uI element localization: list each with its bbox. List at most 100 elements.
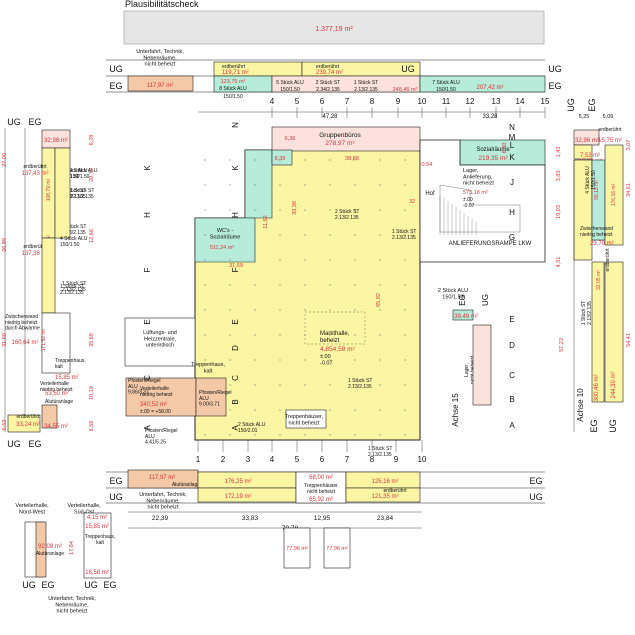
axis-label: C: [231, 375, 240, 381]
area-value: 38,88: [345, 156, 359, 162]
label: Treppenhäuser,nicht beheizt: [285, 414, 324, 426]
room-name: Gruppenbüros: [319, 132, 361, 139]
area-value: 119,71 m²: [222, 70, 249, 76]
page-title: Plausibilitätscheck: [125, 0, 199, 9]
dimension: 57,23: [559, 338, 565, 352]
area-value: 77,96 m²: [326, 546, 348, 552]
column-dot: [404, 184, 406, 186]
column-dot: [404, 234, 406, 236]
column-dot: [254, 234, 256, 236]
eg-label: EG: [589, 419, 599, 432]
column-dot: [279, 234, 281, 236]
column-dot: [229, 259, 231, 261]
column-dot: [229, 434, 231, 436]
column-dot: [279, 184, 281, 186]
area-value: 15,85 m²: [55, 375, 79, 381]
markthalle-area: [194, 149, 421, 441]
column-dot: [304, 359, 306, 361]
column-dot: [279, 334, 281, 336]
area-value: 32,96 m²: [575, 138, 599, 144]
column-dot: [204, 359, 206, 361]
label: 2.34/2.135: [316, 87, 340, 93]
column-dot: [404, 259, 406, 261]
column-dot: [279, 209, 281, 211]
area-value: -0.54: [420, 162, 433, 168]
strip-note: Unterfahrt, Technik,Nebenräume,nicht beh…: [136, 49, 184, 68]
dimension: 6,58: [89, 421, 95, 432]
axis-label: 7: [345, 455, 350, 464]
label: Treppenhaus,kalt: [85, 534, 116, 546]
label: 1 Stück ST2.13/2.135: [581, 301, 593, 325]
dimension: 31,60: [2, 333, 8, 347]
eg-label: EG: [109, 81, 122, 91]
column-dot: [404, 284, 406, 286]
room-area: 511,24 m²: [210, 245, 235, 251]
axis-label: 5: [295, 97, 300, 106]
axis-label: 9: [396, 97, 401, 106]
area-value: 176,16 m²: [611, 183, 617, 206]
dimension: 33,83: [242, 515, 259, 522]
column-dot: [379, 359, 381, 361]
axis-label: Achse 15: [451, 393, 460, 427]
area-value: 23,70 m²: [590, 241, 614, 247]
column-dot: [254, 259, 256, 261]
axis-label: 9: [394, 455, 399, 464]
lager-area: [419, 139, 546, 263]
area-block: [604, 144, 624, 246]
column-dot: [329, 384, 331, 386]
column-dot: [254, 159, 256, 161]
eg-label: EG: [587, 98, 597, 111]
room-area: 340,52 m²: [140, 402, 167, 408]
label: erdberührt: [598, 127, 622, 133]
axis-label: F: [231, 267, 240, 272]
column-dot: [304, 284, 306, 286]
sozialraeume-area: [459, 139, 546, 166]
area-value: 176,25 m²: [224, 479, 251, 485]
dimension: 27,00: [2, 153, 8, 167]
column-dot: [379, 434, 381, 436]
ug-label: UG: [566, 98, 576, 112]
dimension: 3,07: [626, 140, 632, 151]
lueftung-area: [124, 317, 196, 367]
axis-label: L: [510, 141, 515, 150]
block-title: Verteilerhalle,Nord-West: [15, 503, 49, 515]
label: erdberührt: [222, 64, 246, 70]
label: Alutüranlage: [172, 482, 200, 488]
column-dot: [279, 259, 281, 261]
label: erdberührt: [23, 164, 47, 170]
column-dot: [254, 334, 256, 336]
eg-label: EG: [28, 439, 41, 449]
dimension: 33,28: [482, 114, 498, 120]
ug-label: UG: [84, 580, 98, 590]
markthalle-box: [304, 311, 366, 345]
area-value: 239,74 m²: [316, 70, 343, 76]
column-dot: [304, 234, 306, 236]
axis-label: J: [510, 178, 514, 187]
area-value: 4,15 m²: [87, 515, 107, 521]
column-dot: [229, 209, 231, 211]
room-area: 219,35 m²: [478, 155, 508, 162]
axis-label: 10: [418, 455, 427, 464]
label: erdberührt: [16, 414, 40, 420]
column-dot: [404, 209, 406, 211]
axis-label: 14: [516, 97, 525, 106]
area-value: 34,55 m²: [44, 424, 68, 430]
column-dot: [304, 259, 306, 261]
column-dot: [304, 209, 306, 211]
dimension: 1,43: [556, 147, 562, 158]
dimension: 19,03: [556, 205, 562, 219]
axis-label: B: [509, 395, 514, 404]
alu-block: [127, 75, 194, 92]
area-value: 6,50: [502, 143, 508, 154]
axis-label: 7: [345, 97, 350, 106]
room-area: 278,97 m²: [325, 140, 355, 147]
column-dot: [279, 434, 281, 436]
eg-label: EG: [103, 580, 116, 590]
column-dot: [354, 359, 356, 361]
axis-label: G: [509, 233, 515, 242]
